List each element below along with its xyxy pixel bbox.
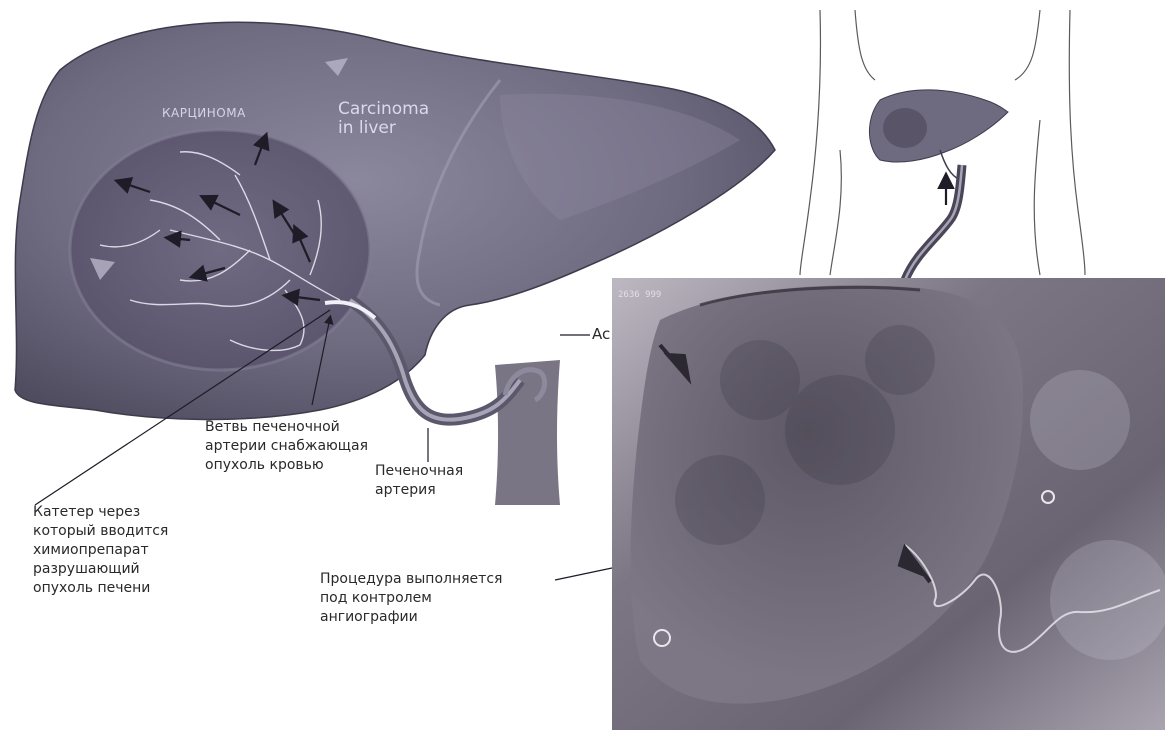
- hepatic-artery-label: Печеночная артерия: [375, 462, 463, 500]
- aorta-vessel: [495, 360, 560, 505]
- leader-procedure: [555, 568, 612, 580]
- catheter-label: Катетер через который вводится химиопреп…: [33, 503, 168, 598]
- small-vessel-path: [905, 165, 962, 280]
- aorta-label: Ac: [592, 325, 610, 344]
- procedure-label: Процедура выполняется под контролем анги…: [320, 570, 502, 627]
- branch-artery-label: Ветвь печеночной артерии снабжающая опух…: [205, 418, 368, 475]
- xray-stamp: 2636 999: [618, 290, 661, 300]
- carcinoma-label-ru: КАРЦИНОМА: [162, 104, 246, 123]
- small-liver: [869, 90, 1008, 180]
- angiography-image: [612, 278, 1165, 730]
- carcinoma-label-en: Carcinoma in liver: [338, 100, 429, 138]
